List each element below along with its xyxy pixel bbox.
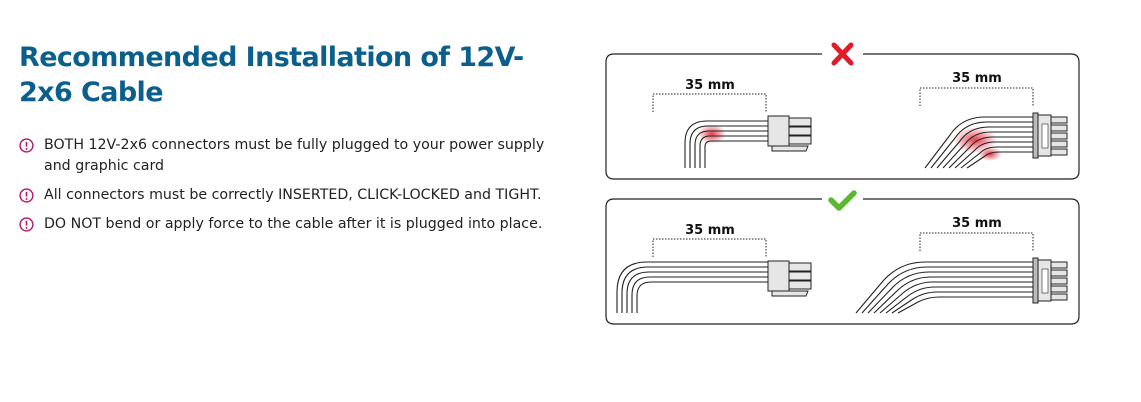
list-item: DO NOT bend or apply force to the cable … [19, 214, 559, 235]
list-item: BOTH 12V-2x6 connectors must be fully pl… [19, 135, 559, 177]
alert-icon [19, 138, 34, 153]
measurement-left: 35 mm [652, 223, 767, 257]
measurement-left: 35 mm [652, 78, 767, 112]
straight-cable-left [616, 261, 768, 313]
connector-left [767, 260, 812, 297]
alert-icon [19, 217, 34, 232]
straight-cable-right [855, 261, 1035, 314]
correct-install-panel: 35 mm 35 mm [605, 190, 1080, 325]
installation-diagram: 35 mm 35 mm [598, 38, 1088, 333]
list-item-text: All connectors must be correctly INSERTE… [44, 187, 542, 203]
dimension-label: 35 mm [952, 216, 1002, 231]
page-title: Recommended Installation of 12V-2x6 Cabl… [19, 42, 524, 108]
diagram-svg: 35 mm 35 mm [605, 42, 1080, 325]
green-check-icon [828, 190, 857, 211]
list-item-text: BOTH 12V-2x6 connectors must be fully pl… [44, 137, 545, 174]
bent-cable-left [684, 120, 768, 168]
bent-cable-right [924, 116, 1035, 169]
measurement-right: 35 mm [919, 71, 1034, 106]
connector-left [767, 115, 812, 152]
alert-icon [19, 188, 34, 203]
measurement-right: 35 mm [919, 216, 1034, 251]
instruction-list: BOTH 12V-2x6 connectors must be fully pl… [19, 135, 559, 235]
dimension-label: 35 mm [685, 223, 735, 238]
list-item-text: DO NOT bend or apply force to the cable … [44, 216, 543, 232]
connector-right [1032, 257, 1068, 304]
connector-right [1032, 112, 1068, 159]
red-x-icon [831, 42, 854, 66]
wrong-install-panel: 35 mm 35 mm [605, 42, 1080, 180]
dimension-label: 35 mm [952, 71, 1002, 86]
dimension-label: 35 mm [685, 78, 735, 93]
text-column: Recommended Installation of 12V-2x6 Cabl… [19, 40, 559, 243]
list-item: All connectors must be correctly INSERTE… [19, 185, 559, 206]
